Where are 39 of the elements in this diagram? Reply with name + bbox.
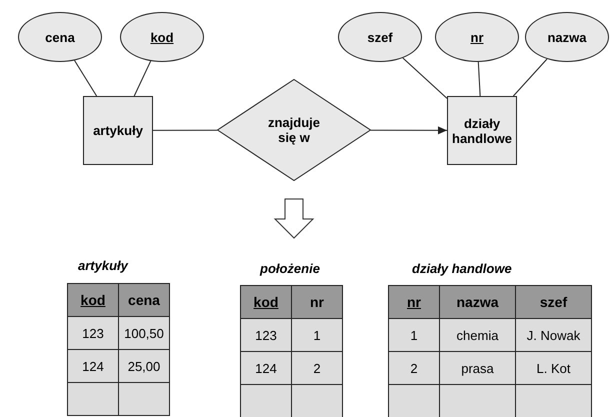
attribute-ellipse: kod bbox=[120, 12, 204, 62]
attribute-ellipse: nazwa bbox=[525, 12, 609, 62]
table-cell: 123 bbox=[240, 318, 292, 352]
table-cell: 100,50 bbox=[118, 316, 170, 350]
table-cell: chemia bbox=[439, 318, 516, 352]
table-cell: 123 bbox=[67, 316, 119, 350]
entity-box: działy handlowe bbox=[447, 96, 517, 165]
table-cell: L. Kot bbox=[515, 351, 592, 385]
connector-line bbox=[478, 61, 481, 96]
connector-line bbox=[152, 130, 218, 131]
entity-box: artykuły bbox=[83, 96, 153, 165]
table-header-cell: cena bbox=[118, 283, 170, 317]
table-cell: prasa bbox=[439, 351, 516, 385]
table-cell: 1 bbox=[388, 318, 440, 352]
table-title: artykuły bbox=[78, 258, 128, 273]
table-cell: 1 bbox=[291, 318, 343, 352]
arrow bbox=[370, 126, 448, 134]
attribute-ellipse: cena bbox=[18, 12, 102, 62]
connector-line bbox=[402, 57, 448, 99]
connector-line bbox=[74, 60, 98, 96]
connector-line bbox=[134, 60, 152, 96]
attribute-ellipse: szef bbox=[338, 12, 422, 62]
connector-line bbox=[512, 58, 548, 96]
table-header-cell: nr bbox=[388, 285, 440, 319]
table-header-cell: kod bbox=[67, 283, 119, 317]
table-cell: 25,00 bbox=[118, 349, 170, 383]
table-cell: 2 bbox=[388, 351, 440, 385]
table-cell: 124 bbox=[67, 349, 119, 383]
relationship-diamond: znajduje się w bbox=[217, 79, 371, 181]
table-title: działy handlowe bbox=[412, 261, 512, 276]
table-header-cell: kod bbox=[240, 285, 292, 319]
table-cell: 124 bbox=[240, 351, 292, 385]
table-header-cell: nr bbox=[291, 285, 343, 319]
attribute-ellipse: nr bbox=[435, 12, 519, 62]
table-cell: J. Nowak bbox=[515, 318, 592, 352]
table-cell: 2 bbox=[291, 351, 343, 385]
table-header-cell: nazwa bbox=[439, 285, 516, 319]
table-title: położenie bbox=[260, 261, 320, 276]
table-header-cell: szef bbox=[515, 285, 592, 319]
